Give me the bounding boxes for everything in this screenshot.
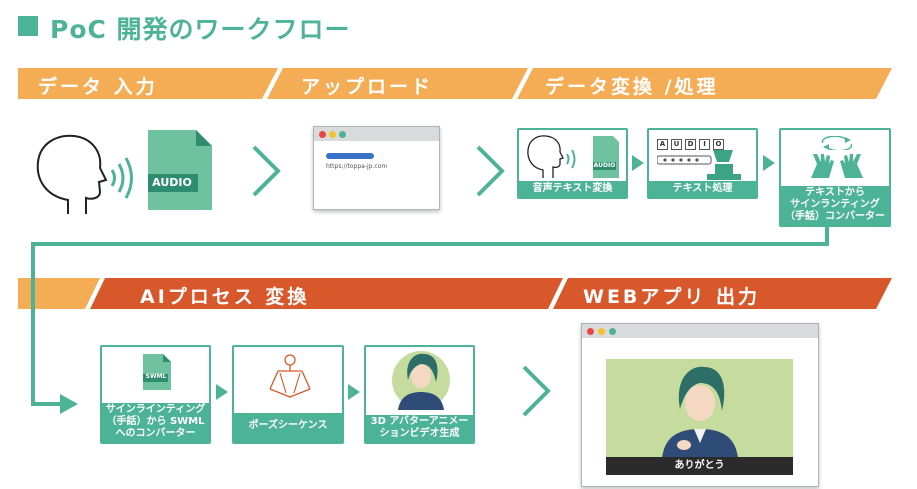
audio-file-icon xyxy=(148,130,212,210)
avatar-label-line2: ションビデオ生成 xyxy=(379,428,460,439)
flow-connector-line xyxy=(31,226,829,406)
text-to-sign-converter-label: テキストから サインランティング （手話）コンバーター xyxy=(781,186,889,225)
arrow-right-icon xyxy=(216,384,228,400)
speaking-head-icon xyxy=(36,134,133,214)
maximize-dot-icon xyxy=(339,131,346,138)
close-dot-icon xyxy=(319,131,326,138)
speech-to-text-label: 音声テキスト変換 xyxy=(519,181,626,197)
audio-file-icon xyxy=(593,136,619,178)
text-processing-card: A U D I O テキスト処理 xyxy=(647,128,758,199)
letter-tile: D xyxy=(685,139,696,150)
flow-connector-arrowhead xyxy=(60,394,78,414)
avatar-character-image xyxy=(662,366,738,459)
letter-tile: I xyxy=(699,139,710,150)
band1-label-upload: アップロード xyxy=(301,76,434,98)
swml-file-icon xyxy=(143,354,171,390)
band2-segment-1 xyxy=(90,278,563,309)
swml-converter-card: SWML サインラインティング （手話）から SWML へのコンバーター xyxy=(100,345,211,444)
pose-skeleton-icon xyxy=(269,354,311,398)
text-processing-machine-icon xyxy=(657,150,741,180)
title-square-icon xyxy=(18,16,38,36)
speech-to-text-card: AUDIO 音声テキスト変換 xyxy=(517,128,628,199)
band2-segment-lead xyxy=(18,278,100,309)
swml-file-label: SWML xyxy=(145,373,167,380)
band1-segment-3 xyxy=(517,68,892,99)
cycle-arrows-icon xyxy=(821,136,853,150)
converter-label-line1: テキストから xyxy=(805,187,865,198)
browser-title-bar xyxy=(582,324,818,338)
swml-converter-label: サインラインティング （手話）から SWML へのコンバーター xyxy=(102,403,209,442)
text-to-sign-converter-card: テキストから サインランティング （手話）コンバーター xyxy=(779,128,891,227)
pose-sequence-card: ポーズシーケンス xyxy=(232,345,344,444)
speaking-head-icon xyxy=(527,135,576,178)
upload-url-text: https://toppa-jp.com xyxy=(326,163,388,170)
maximize-dot-icon xyxy=(609,328,616,335)
arrow-right-icon xyxy=(763,155,775,171)
close-dot-icon xyxy=(587,328,594,335)
letter-tile: O xyxy=(713,139,724,150)
avatar-animation-label: 3D アバターアニメー ションビデオ生成 xyxy=(366,415,473,442)
upload-progress-bar xyxy=(326,153,374,159)
band2-label-ai: AIプロセス 変換 xyxy=(140,286,310,308)
band2-segment-2 xyxy=(553,278,892,309)
browser-title-bar xyxy=(314,127,439,141)
avatar-animation-card: 3D アバターアニメー ションビデオ生成 xyxy=(364,345,475,444)
band1-segment-2 xyxy=(267,68,528,99)
page-title: PoC 開発のワークフロー xyxy=(50,15,351,44)
converter-label-line3: （手話）コンバーター xyxy=(785,211,885,222)
band2-label-webapp: WEBアプリ 出力 xyxy=(583,286,761,308)
arrow-right-icon xyxy=(632,155,644,171)
avatar-video-player[interactable]: ありがとう xyxy=(606,359,793,475)
swml-label-line1: サインラインティング xyxy=(105,404,206,415)
converter-label-line2: サインランティング xyxy=(790,199,880,210)
chevron-right-icon xyxy=(476,145,505,197)
pose-sequence-label: ポーズシーケンス xyxy=(234,413,342,442)
audio-tiles: A U D I O xyxy=(657,139,724,150)
letter-tile: A xyxy=(657,139,668,150)
avatar-character-image xyxy=(392,351,450,410)
arrow-right-icon xyxy=(348,384,360,400)
signing-hands-icon xyxy=(811,154,863,178)
band1-label-process: データ変換 /処理 xyxy=(545,76,719,98)
letter-tile: U xyxy=(671,139,682,150)
swml-label-line3: へのコンバーター xyxy=(115,428,196,439)
avatar-label-line1: 3D アバターアニメー xyxy=(370,416,469,427)
chevron-right-icon xyxy=(252,145,281,197)
band1-segment-1 xyxy=(18,68,278,99)
minimize-dot-icon xyxy=(329,131,336,138)
video-caption: ありがとう xyxy=(606,457,793,475)
swml-label-line2: （手話）から SWML xyxy=(106,416,205,427)
audio-file-label: AUDIO xyxy=(152,176,192,189)
minimize-dot-icon xyxy=(598,328,605,335)
chevron-right-icon xyxy=(522,365,551,417)
band1-label-input: データ 入力 xyxy=(38,76,158,98)
webapp-browser-window: ありがとう xyxy=(581,323,819,487)
text-processing-label: テキスト処理 xyxy=(649,181,756,197)
upload-browser-window: https://toppa-jp.com xyxy=(313,126,440,210)
speech-audio-label: AUDIO xyxy=(593,162,616,169)
